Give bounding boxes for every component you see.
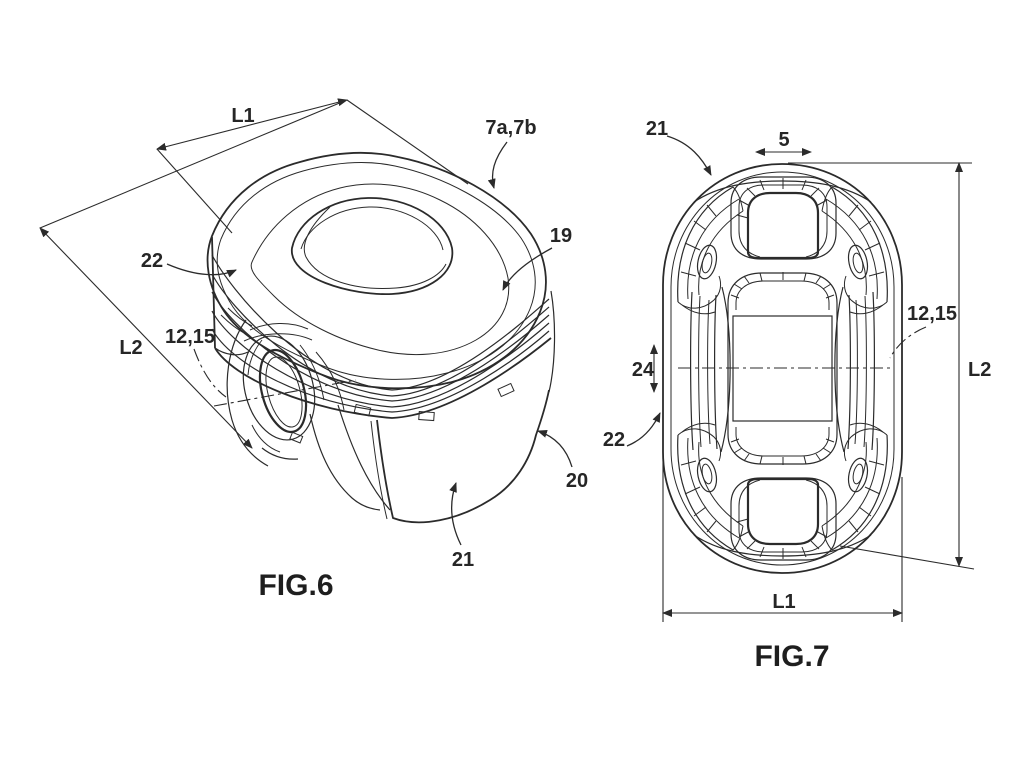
fig7-end-windows <box>729 176 838 562</box>
fig7-corner-pockets <box>677 186 888 551</box>
fig6-pin-boss <box>214 307 345 467</box>
fig7-side-walls <box>681 286 884 453</box>
fig6-ref-7a7b: 7a,7b <box>485 117 536 139</box>
fig6-ref-19: 19 <box>550 225 572 247</box>
fig6-piston-crown <box>206 151 547 390</box>
fig7-ref-22: 22 <box>603 429 625 451</box>
fig7-dim-5: 5 <box>778 129 789 151</box>
fig6-ref-20: 20 <box>566 470 588 492</box>
fig6-ring-grooves <box>211 236 556 422</box>
fig7-caption: FIG.7 <box>754 640 829 673</box>
fig6-skirt <box>309 389 550 524</box>
fig6-dimension-lines <box>39 98 469 449</box>
fig6-ref-21: 21 <box>452 549 474 571</box>
fig7-dim-l1: L1 <box>772 591 795 613</box>
fig7-ref-12-15: 12,15 <box>907 303 957 325</box>
fig6-dim-l1: L1 <box>231 105 254 127</box>
fig6-caption: FIG.6 <box>258 569 333 602</box>
fig7-dim-24: 24 <box>632 359 655 381</box>
fig7-dimension-lines <box>650 148 975 622</box>
fig7-leader-lines <box>626 135 927 447</box>
fig6-leader-lines <box>166 141 573 546</box>
ring-gap-tabs <box>353 382 515 422</box>
fig7-dim-l2: L2 <box>968 359 991 381</box>
fig7-ref-21: 21 <box>646 118 668 140</box>
fig6-drawing: L1 L2 22 12,15 7a,7b 19 20 21 FIG.6 <box>39 98 588 602</box>
fig7-outer-oval <box>662 163 903 574</box>
fig6-ref-12-15: 12,15 <box>165 326 215 348</box>
fig6-dim-l2: L2 <box>119 337 142 359</box>
fig6-ref-22: 22 <box>141 250 163 272</box>
fig7-drawing: 21 5 12,15 24 22 L2 L1 FIG.7 <box>603 118 991 673</box>
